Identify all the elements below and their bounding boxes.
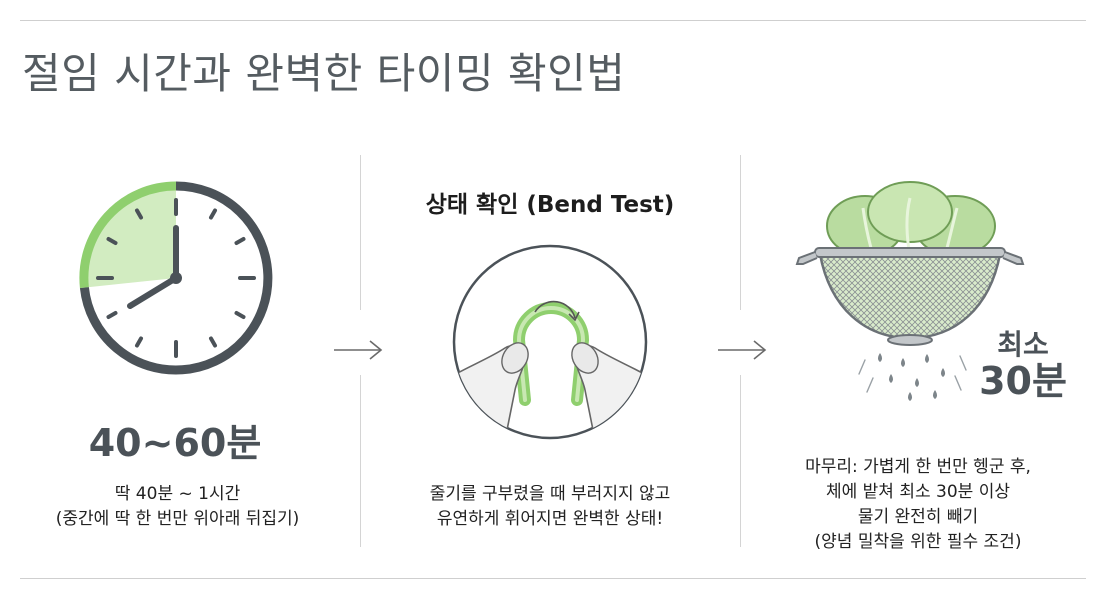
arrow-right-icon xyxy=(334,340,383,360)
step3-caption-line: 물기 완전히 빼기 xyxy=(857,507,979,527)
step2-caption-line: 유연하게 휘어지면 완벽한 상태! xyxy=(436,509,664,529)
step3-caption-line: 마무리: 가볍게 한 번만 헹군 후, xyxy=(805,457,1031,477)
step3-caption: 마무리: 가볍게 한 번만 헹군 후, 체에 밭쳐 최소 30분 이상 물기 완… xyxy=(758,455,1078,555)
step1-time: 40~60분 xyxy=(88,421,262,465)
top-divider xyxy=(20,20,1086,21)
step1-caption-line: 딱 40분 ~ 1시간 xyxy=(114,484,241,504)
bend-test-icon xyxy=(452,244,648,440)
column-separator xyxy=(740,375,741,547)
step1-caption-line: (중간에 딱 한 번만 위아래 뒤집기) xyxy=(55,509,300,529)
page-title: 절임 시간과 완벽한 타이밍 확인법 xyxy=(22,49,626,98)
min-drain-time: 최소 30분 xyxy=(968,328,1078,403)
arrow-right-icon xyxy=(718,340,767,360)
step2-title: 상태 확인 (Bend Test) xyxy=(425,192,675,218)
bottom-divider xyxy=(20,578,1086,579)
step3-caption-line: 체에 밭쳐 최소 30분 이상 xyxy=(825,482,1010,502)
clock-icon xyxy=(79,181,273,375)
step2-caption-line: 줄기를 구부렸을 때 부러지지 않고 xyxy=(429,484,671,504)
column-separator xyxy=(740,155,741,310)
step3-caption-line: (양념 밀착을 위한 필수 조건) xyxy=(814,532,1022,552)
cabbage-colander-icon xyxy=(795,181,1025,401)
column-separator xyxy=(360,375,361,547)
step2-caption: 줄기를 구부렸을 때 부러지지 않고 유연하게 휘어지면 완벽한 상태! xyxy=(370,482,730,532)
column-separator xyxy=(360,155,361,310)
step1-caption: 딱 40분 ~ 1시간 (중간에 딱 한 번만 위아래 뒤집기) xyxy=(20,482,335,532)
min-label-line1: 최소 xyxy=(997,328,1049,361)
min-label-line2: 30분 xyxy=(979,358,1067,403)
